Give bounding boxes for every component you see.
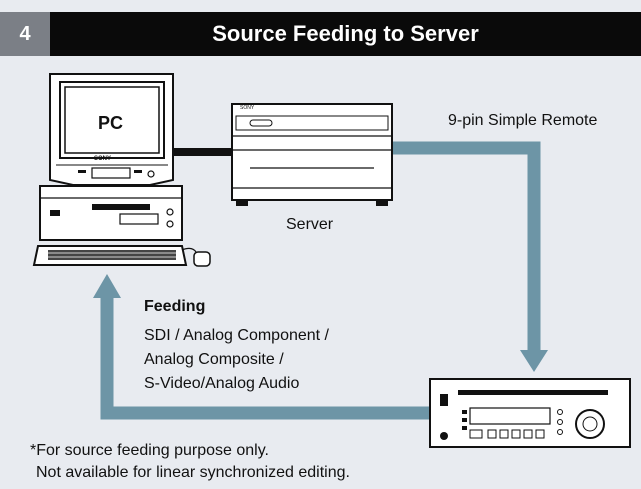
footnote-line-1: *For source feeding purpose only.: [30, 442, 269, 459]
feeding-line-3: S-Video/Analog Audio: [144, 375, 300, 392]
keyboard: [32, 245, 188, 266]
pc-label: PC: [98, 113, 124, 133]
pc-server-cable: [168, 148, 236, 156]
server-unit: [231, 103, 393, 206]
remote-label: 9-pin Simple Remote: [448, 112, 598, 129]
feeding-line-1: SDI / Analog Component /: [144, 327, 329, 344]
monitor-brand: SONY: [94, 156, 112, 162]
feeding-line-2: Analog Composite /: [144, 351, 284, 368]
section-title: Source Feeding to Server: [212, 21, 479, 46]
pc-tower: [39, 185, 183, 241]
footnote-line-2: Not available for linear synchronized ed…: [36, 464, 350, 481]
remote-arrow: [388, 141, 548, 372]
vtr-deck: [429, 378, 631, 448]
server-label: Server: [286, 216, 334, 233]
section-header: 4 Source Feeding to Server: [0, 12, 641, 56]
mouse: [181, 247, 211, 267]
feeding-title: Feeding: [144, 298, 206, 315]
section-number: 4: [0, 12, 50, 56]
feeding-arrow: [93, 274, 432, 420]
server-brand: SONY: [240, 105, 255, 111]
